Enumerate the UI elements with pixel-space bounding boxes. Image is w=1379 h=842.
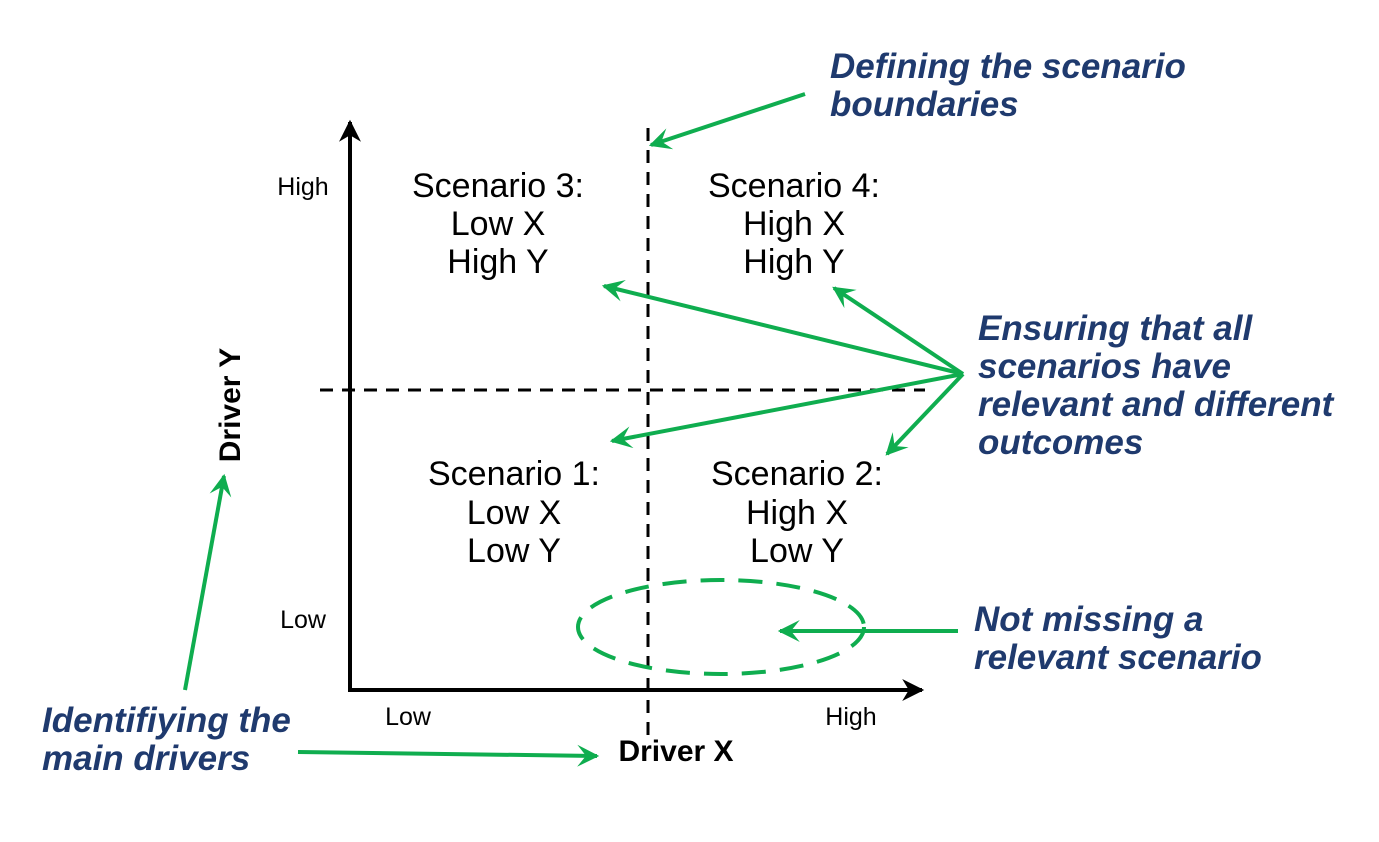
drivers-annotation-line-2: main drivers xyxy=(42,739,250,778)
scenario-1-x: Low X xyxy=(467,494,562,532)
scenario-1-title: Scenario 1: xyxy=(428,455,600,493)
missing-annotation-line-2: relevant scenario xyxy=(974,638,1262,677)
scenario-4-title: Scenario 4: xyxy=(708,167,880,205)
drivers-annotation: Identifiying the main drivers xyxy=(42,701,291,778)
scenario-1-y: Low Y xyxy=(467,532,561,570)
x-low-label: Low xyxy=(385,703,432,731)
scenario-3-y: High Y xyxy=(447,243,548,281)
boundaries-annotation-line-2: boundaries xyxy=(830,85,1019,124)
boundaries-arrow xyxy=(648,92,806,150)
outcomes-annotation-line-2: scenarios have xyxy=(978,347,1231,386)
scenario-3: Scenario 3: Low X High Y xyxy=(412,167,584,281)
drivers-annotation-line-1: Identifiying the xyxy=(42,701,291,740)
boundaries-annotation-line-1: Defining the scenario xyxy=(830,47,1186,86)
outcomes-annotation: Ensuring that all scenarios have relevan… xyxy=(978,309,1335,462)
y-high-label: High xyxy=(277,173,328,201)
outcomes-arrow-scenario-1 xyxy=(609,372,964,449)
x-axis-title: Driver X xyxy=(618,735,733,768)
outcomes-arrow-scenario-4 xyxy=(832,286,965,376)
outcomes-annotation-line-4: outcomes xyxy=(978,423,1143,462)
y-low-label: Low xyxy=(280,606,327,634)
scenario-2-x: High X xyxy=(746,494,848,532)
scenario-2-y: Low Y xyxy=(750,532,844,570)
scenario-4-y: High Y xyxy=(743,243,844,281)
missing-scenario-ellipse xyxy=(576,578,866,676)
drivers-arrow-y xyxy=(183,473,232,691)
scenario-3-title: Scenario 3: xyxy=(412,167,584,205)
missing-annotation-line-1: Not missing a xyxy=(974,600,1203,639)
outcomes-arrow-scenario-3 xyxy=(601,280,964,376)
missing-annotation: Not missing a relevant scenario xyxy=(974,600,1262,677)
x-high-label: High xyxy=(825,703,876,731)
boundaries-annotation: Defining the scenario boundaries xyxy=(830,47,1186,124)
outcomes-annotation-line-1: Ensuring that all xyxy=(978,309,1253,348)
outcomes-arrow-scenario-2 xyxy=(885,372,965,456)
outcomes-annotation-line-3: relevant and different xyxy=(978,385,1335,424)
scenario-1: Scenario 1: Low X Low Y xyxy=(428,455,600,570)
scenario-2-title: Scenario 2: xyxy=(711,455,883,493)
scenario-4-x: High X xyxy=(743,205,845,243)
scenario-3-x: Low X xyxy=(451,205,546,243)
y-axis-title: Driver Y xyxy=(214,348,247,463)
scenario-4: Scenario 4: High X High Y xyxy=(708,167,880,281)
drivers-arrow-x xyxy=(297,744,600,767)
scenario-2: Scenario 2: High X Low Y xyxy=(711,455,883,570)
